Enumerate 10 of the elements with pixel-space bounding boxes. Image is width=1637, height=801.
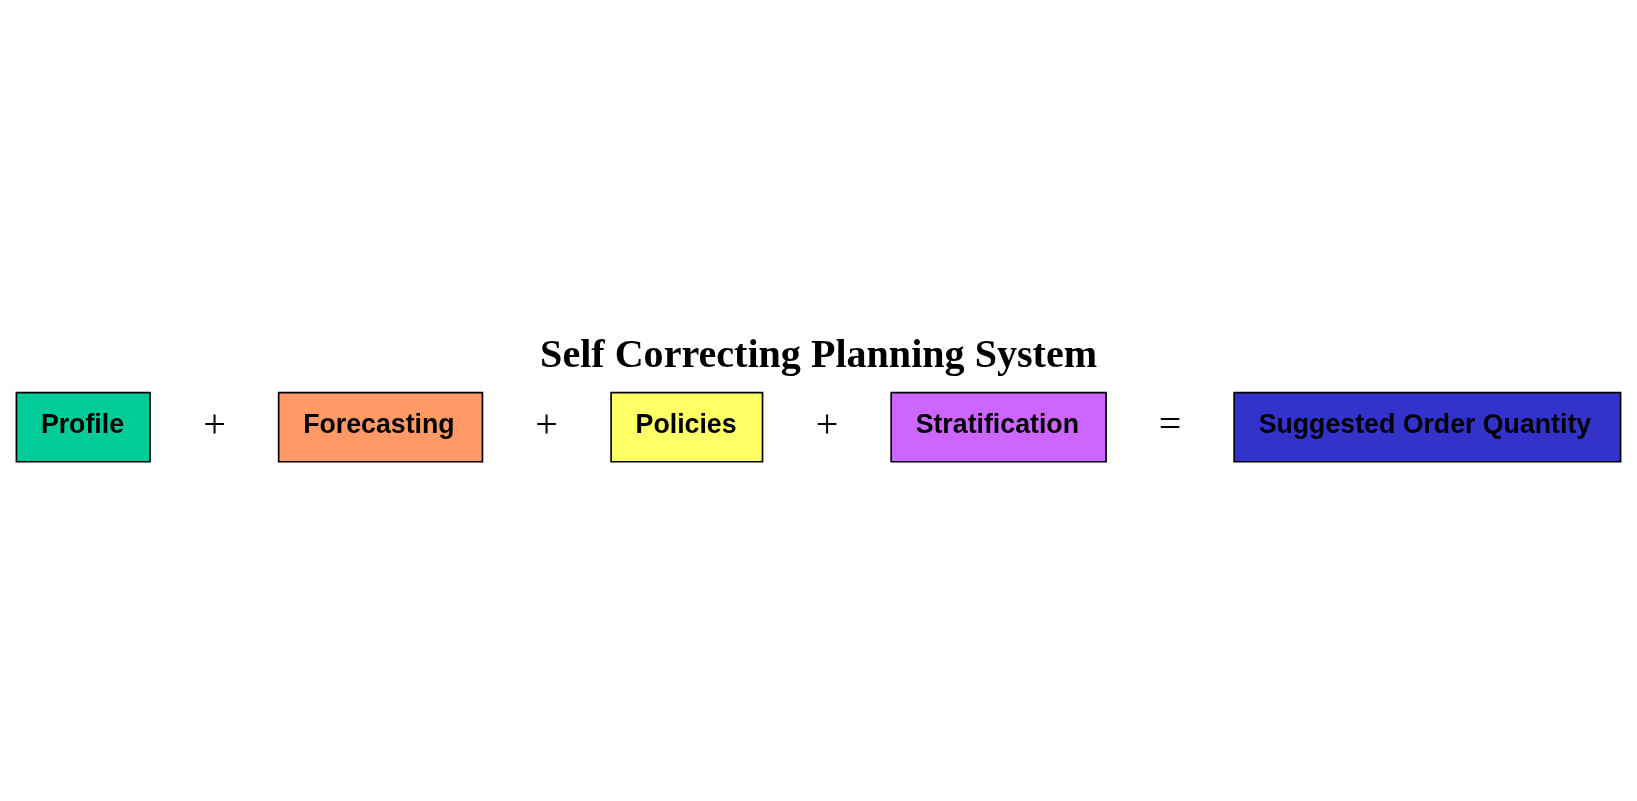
label: + [535, 401, 558, 447]
label: + [815, 401, 839, 447]
diagram-title: Self Correcting Planning System [540, 330, 1098, 376]
node-box: Forecasting [277, 391, 484, 463]
node-box: Policies [610, 391, 764, 463]
label: + [203, 401, 226, 447]
node-box: Profile [15, 391, 151, 463]
node-box: Suggested Order Quantity [1233, 391, 1622, 463]
node-box: Stratification [890, 391, 1107, 463]
label: = [1158, 401, 1182, 447]
